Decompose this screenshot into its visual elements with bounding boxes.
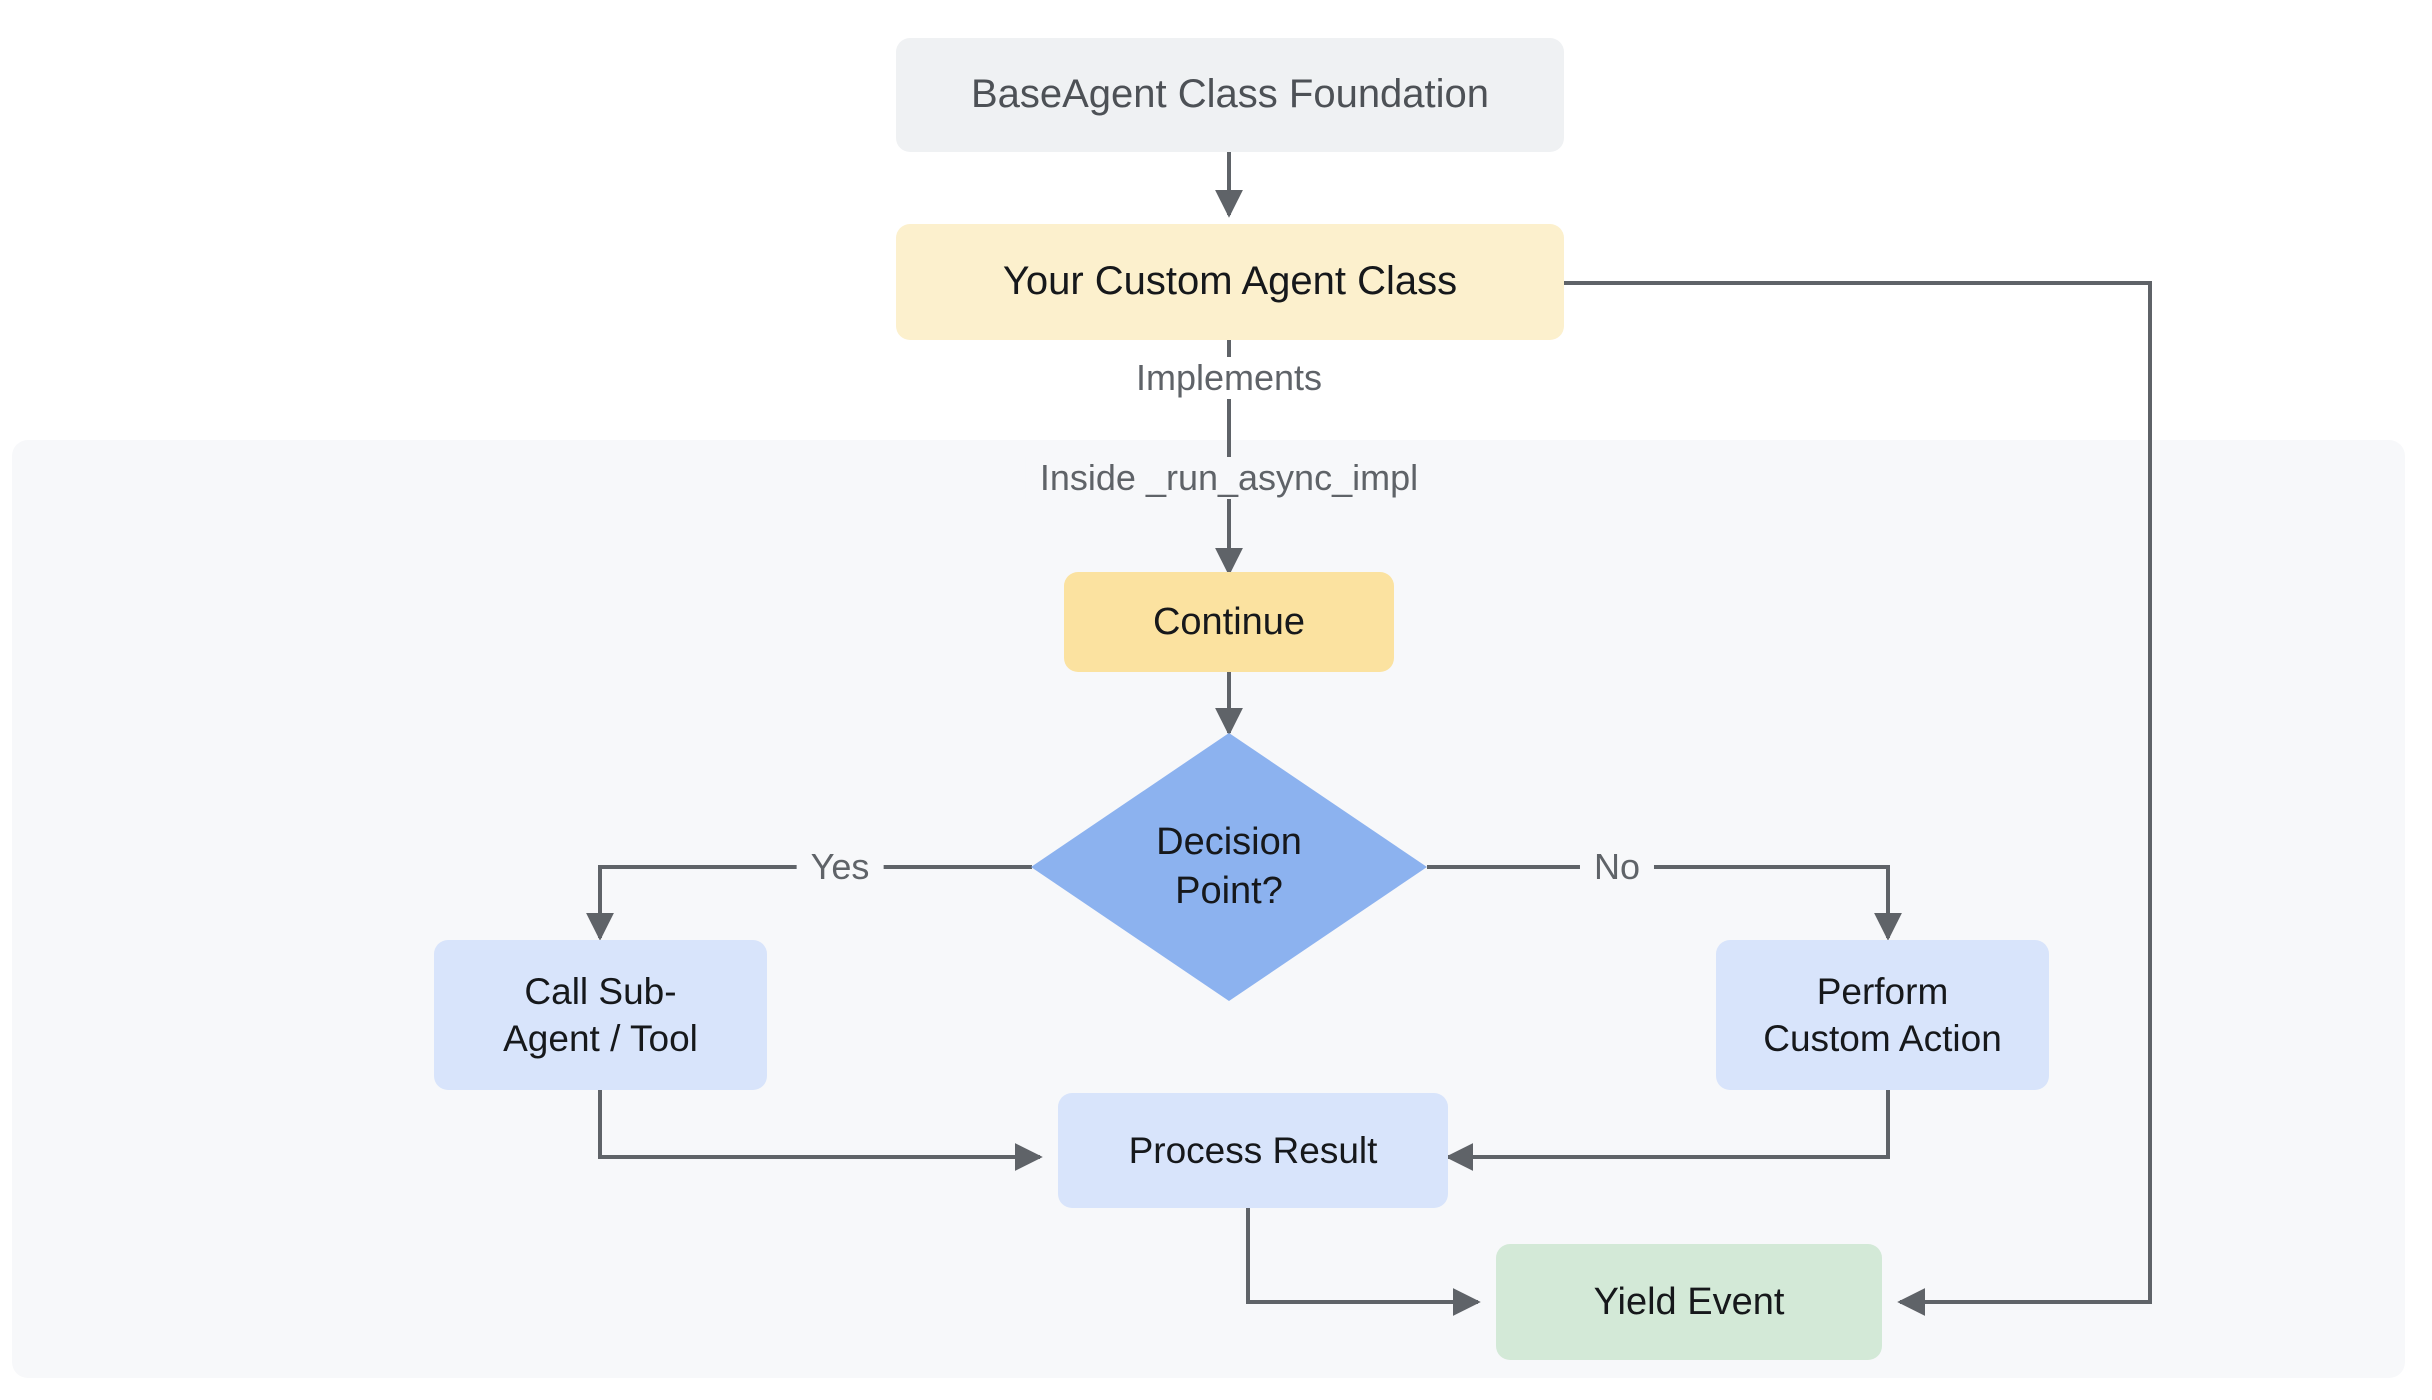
edge-label-implements: Implements bbox=[1121, 357, 1337, 399]
node-label: Process Result bbox=[1128, 1129, 1378, 1171]
edge-label-no: No bbox=[1579, 846, 1655, 888]
edge-action-to-process bbox=[1445, 1090, 1890, 1171]
node-label: Decision Point? bbox=[1156, 821, 1302, 912]
node-label: Perform Custom Action bbox=[1763, 970, 2002, 1059]
edge-decision-yes bbox=[586, 865, 1032, 941]
edge-process-to-yield bbox=[1246, 1208, 1481, 1316]
node-decision-point[interactable]: Decision Point? bbox=[1031, 733, 1427, 1001]
node-continue[interactable]: Continue bbox=[1064, 572, 1394, 672]
edge-label-yes: Yes bbox=[796, 846, 884, 888]
edge-decision-no bbox=[1427, 865, 1902, 941]
node-label: Call Sub- Agent / Tool bbox=[503, 970, 698, 1059]
node-label: Continue bbox=[1152, 600, 1306, 643]
edge-subagent-to-process bbox=[598, 1090, 1043, 1171]
node-yield-event[interactable]: Yield Event bbox=[1496, 1244, 1882, 1360]
node-base-agent-class-foundation[interactable]: BaseAgent Class Foundation bbox=[896, 38, 1564, 152]
edge-custom-to-yield bbox=[1563, 281, 2152, 1316]
node-your-custom-agent-class[interactable]: Your Custom Agent Class bbox=[896, 224, 1564, 340]
node-call-sub-agent-tool[interactable]: Call Sub- Agent / Tool bbox=[434, 940, 767, 1090]
node-label: BaseAgent Class Foundation bbox=[970, 72, 1490, 117]
edge-label-inside-run-async-impl: Inside _run_async_impl bbox=[1025, 457, 1433, 499]
node-label: Your Custom Agent Class bbox=[1002, 259, 1458, 304]
node-process-result[interactable]: Process Result bbox=[1058, 1093, 1448, 1208]
node-perform-custom-action[interactable]: Perform Custom Action bbox=[1716, 940, 2049, 1090]
node-label: Yield Event bbox=[1593, 1280, 1785, 1323]
